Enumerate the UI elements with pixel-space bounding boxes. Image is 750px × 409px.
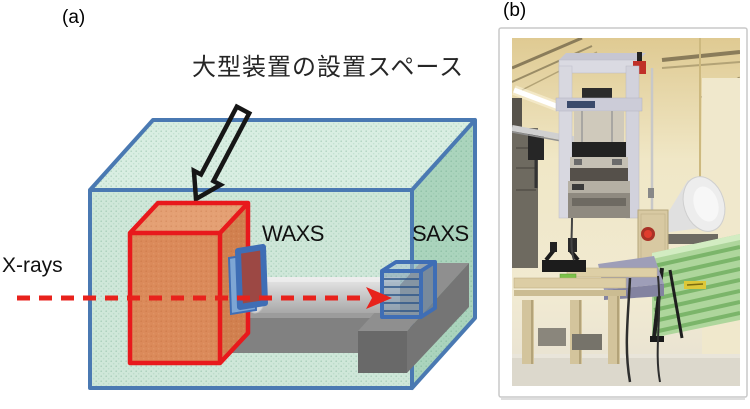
device-box	[127, 200, 251, 366]
insertion-arrow	[191, 103, 253, 203]
saxs-detector	[380, 260, 437, 319]
xray-beam-label: X-rays	[2, 254, 63, 277]
panel-b-label: (b)	[503, 0, 527, 21]
saxs-label: SAXS	[412, 221, 469, 246]
panel-a-title: 大型装置の設置スペース	[192, 54, 465, 81]
photo-illustration	[512, 38, 740, 386]
panel-a-label: (a)	[62, 7, 86, 28]
waxs-label: WAXS	[262, 221, 324, 246]
beam-arrow	[17, 287, 392, 309]
waxs-detector	[227, 244, 268, 316]
